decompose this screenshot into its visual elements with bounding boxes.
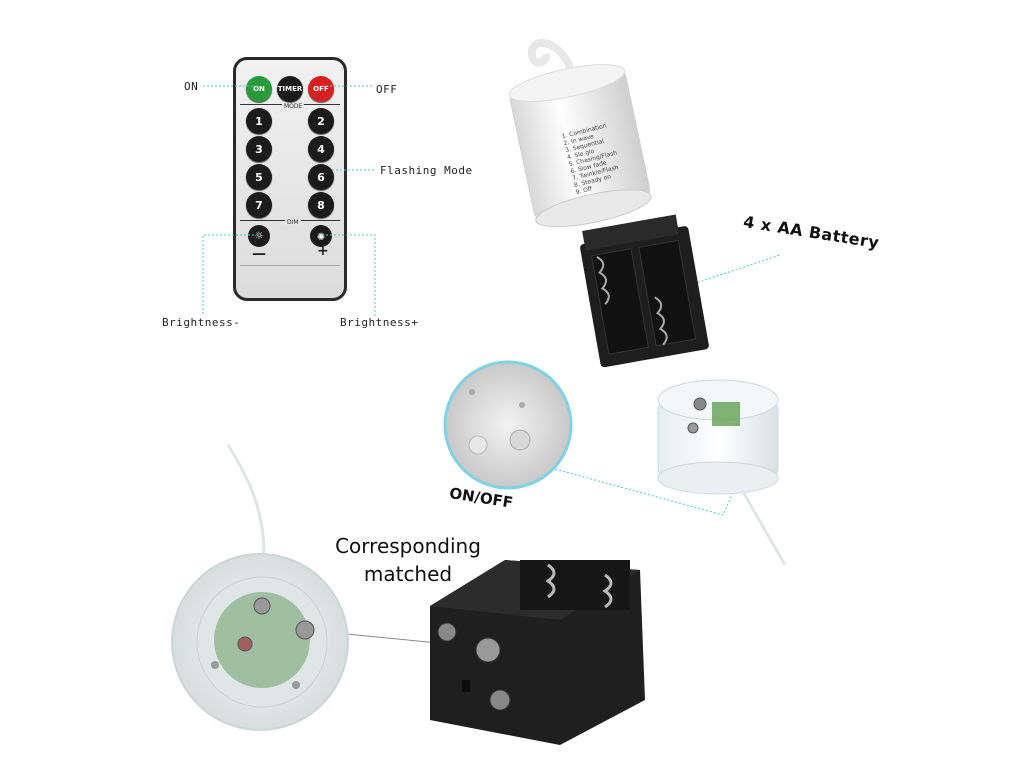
remote-mode-label: MODE [282,103,305,110]
mode-list-item: 9. Off [575,185,594,196]
remote-button-5: 5 [246,164,272,190]
remote-button-6: 6 [308,164,334,190]
remote-off-button: OFF [308,76,334,102]
remote-button-7: 7 [246,192,272,218]
on-label: ON [184,80,199,93]
remote-button-2: 2 [308,108,334,134]
remote-timer-button: TIMER [277,76,303,102]
callout-line-onoff [539,464,746,516]
remote-minus-sign: — [252,246,266,262]
flashing-mode-label: Flashing Mode [380,164,473,177]
remote-plus-sign: + [317,243,329,259]
remote-on-button: ON [246,76,272,102]
callout-line-brightness-minus [202,234,258,316]
hook-icon [528,38,574,70]
remote-button-4: 4 [308,136,334,162]
brightness-minus-label: Brightness- [162,316,241,329]
off-label: OFF [376,83,398,96]
corresponding-label-line1: Corresponding [335,534,481,558]
brightness-up-icon: ✺ [310,225,332,247]
brightness-down-icon: ☼ [248,225,270,247]
remote-divider [240,265,340,266]
remote-control: ON TIMER OFF MODE 1 2 3 4 5 6 7 8 DIM ☼ … [233,57,347,301]
remote-button-3: 3 [246,136,272,162]
remote-dim-label: DIM [285,219,301,226]
remote-button-1: 1 [246,108,272,134]
brightness-plus-label: Brightness+ [340,316,419,329]
remote-button-8: 8 [308,192,334,218]
corresponding-label-line2: matched [363,562,453,586]
callout-line-brightness-plus [322,234,376,316]
